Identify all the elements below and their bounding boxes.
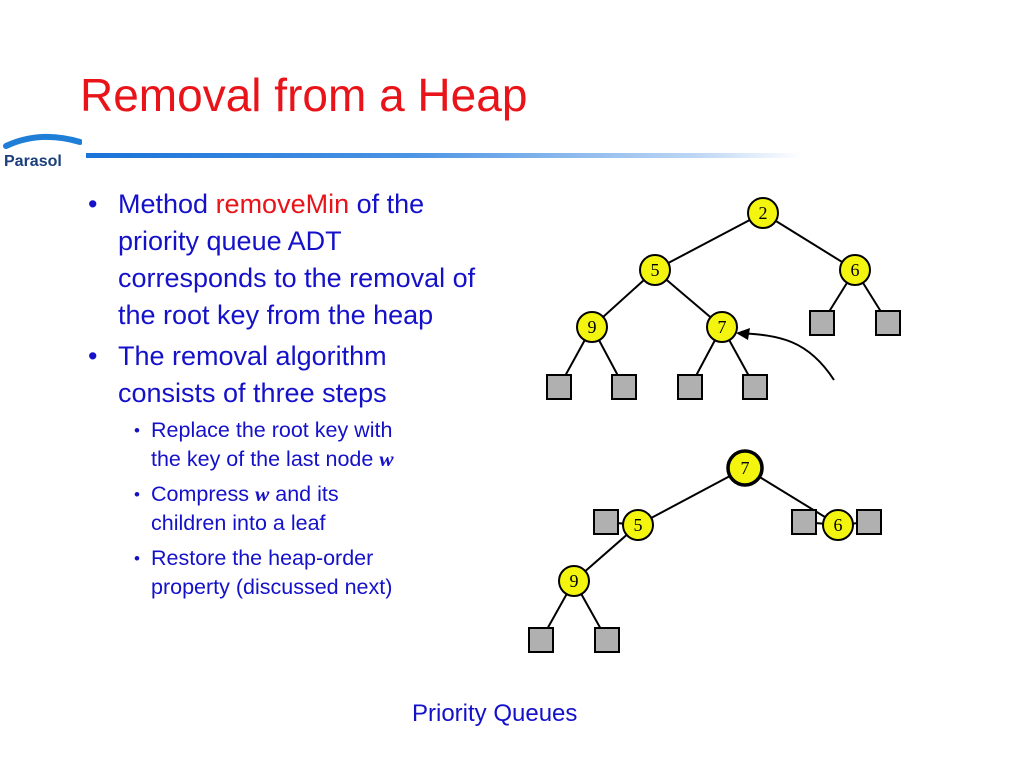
heap-edge: [654, 212, 764, 271]
heap-node-label: 6: [851, 260, 860, 280]
heap-node: [706, 311, 738, 343]
heap-leaf: [611, 374, 637, 400]
heap-node-label: 9: [570, 571, 579, 591]
heap-node-label: 6: [834, 515, 843, 535]
arrow-head: [736, 328, 750, 340]
heap-node-label: 5: [651, 260, 660, 280]
step-compress: Compress w and its children into a leaf: [126, 480, 488, 538]
last-node-arrow: [737, 332, 835, 381]
bullet-list: Method removeMin of the priority queue A…: [88, 186, 488, 608]
heap-node: [839, 254, 871, 286]
heap-leaf: [856, 509, 882, 535]
heap-node: [639, 254, 671, 286]
heap-node-label: 5: [634, 515, 643, 535]
heap-node-label: 7: [741, 458, 750, 478]
slide-title: Removal from a Heap: [80, 69, 528, 121]
bullet-removemin: Method removeMin of the priority queue A…: [88, 186, 488, 334]
heap-leaf: [546, 374, 572, 400]
heap-edge: [762, 212, 856, 271]
heap-edge: [637, 467, 746, 526]
bullet-algorithm: The removal algorithm consists of three …: [88, 338, 488, 602]
heap-leaf: [593, 509, 619, 535]
heap-node: [576, 311, 608, 343]
slide-footer: Priority Queues: [412, 700, 578, 727]
removemin-keyword: removeMin: [215, 189, 350, 219]
heap-leaf: [875, 310, 901, 336]
heap-node: [822, 509, 854, 541]
heap-node: [726, 449, 764, 487]
heap-leaf: [528, 627, 554, 653]
heap-node-label: 7: [718, 317, 727, 337]
heap-leaf: [594, 627, 620, 653]
heap-leaf: [742, 374, 768, 400]
parasol-logo: Parasol: [3, 133, 82, 170]
heap-node: [622, 509, 654, 541]
heap-node: [747, 197, 779, 229]
heap-node: [558, 565, 590, 597]
heap-leaf: [791, 509, 817, 535]
heap-leaf: [677, 374, 703, 400]
heap-node-label: 2: [759, 203, 768, 223]
svg-text:Parasol: Parasol: [4, 153, 62, 170]
heap-leaf: [809, 310, 835, 336]
title-rule: [86, 153, 802, 158]
heap-node-label: 9: [588, 317, 597, 337]
